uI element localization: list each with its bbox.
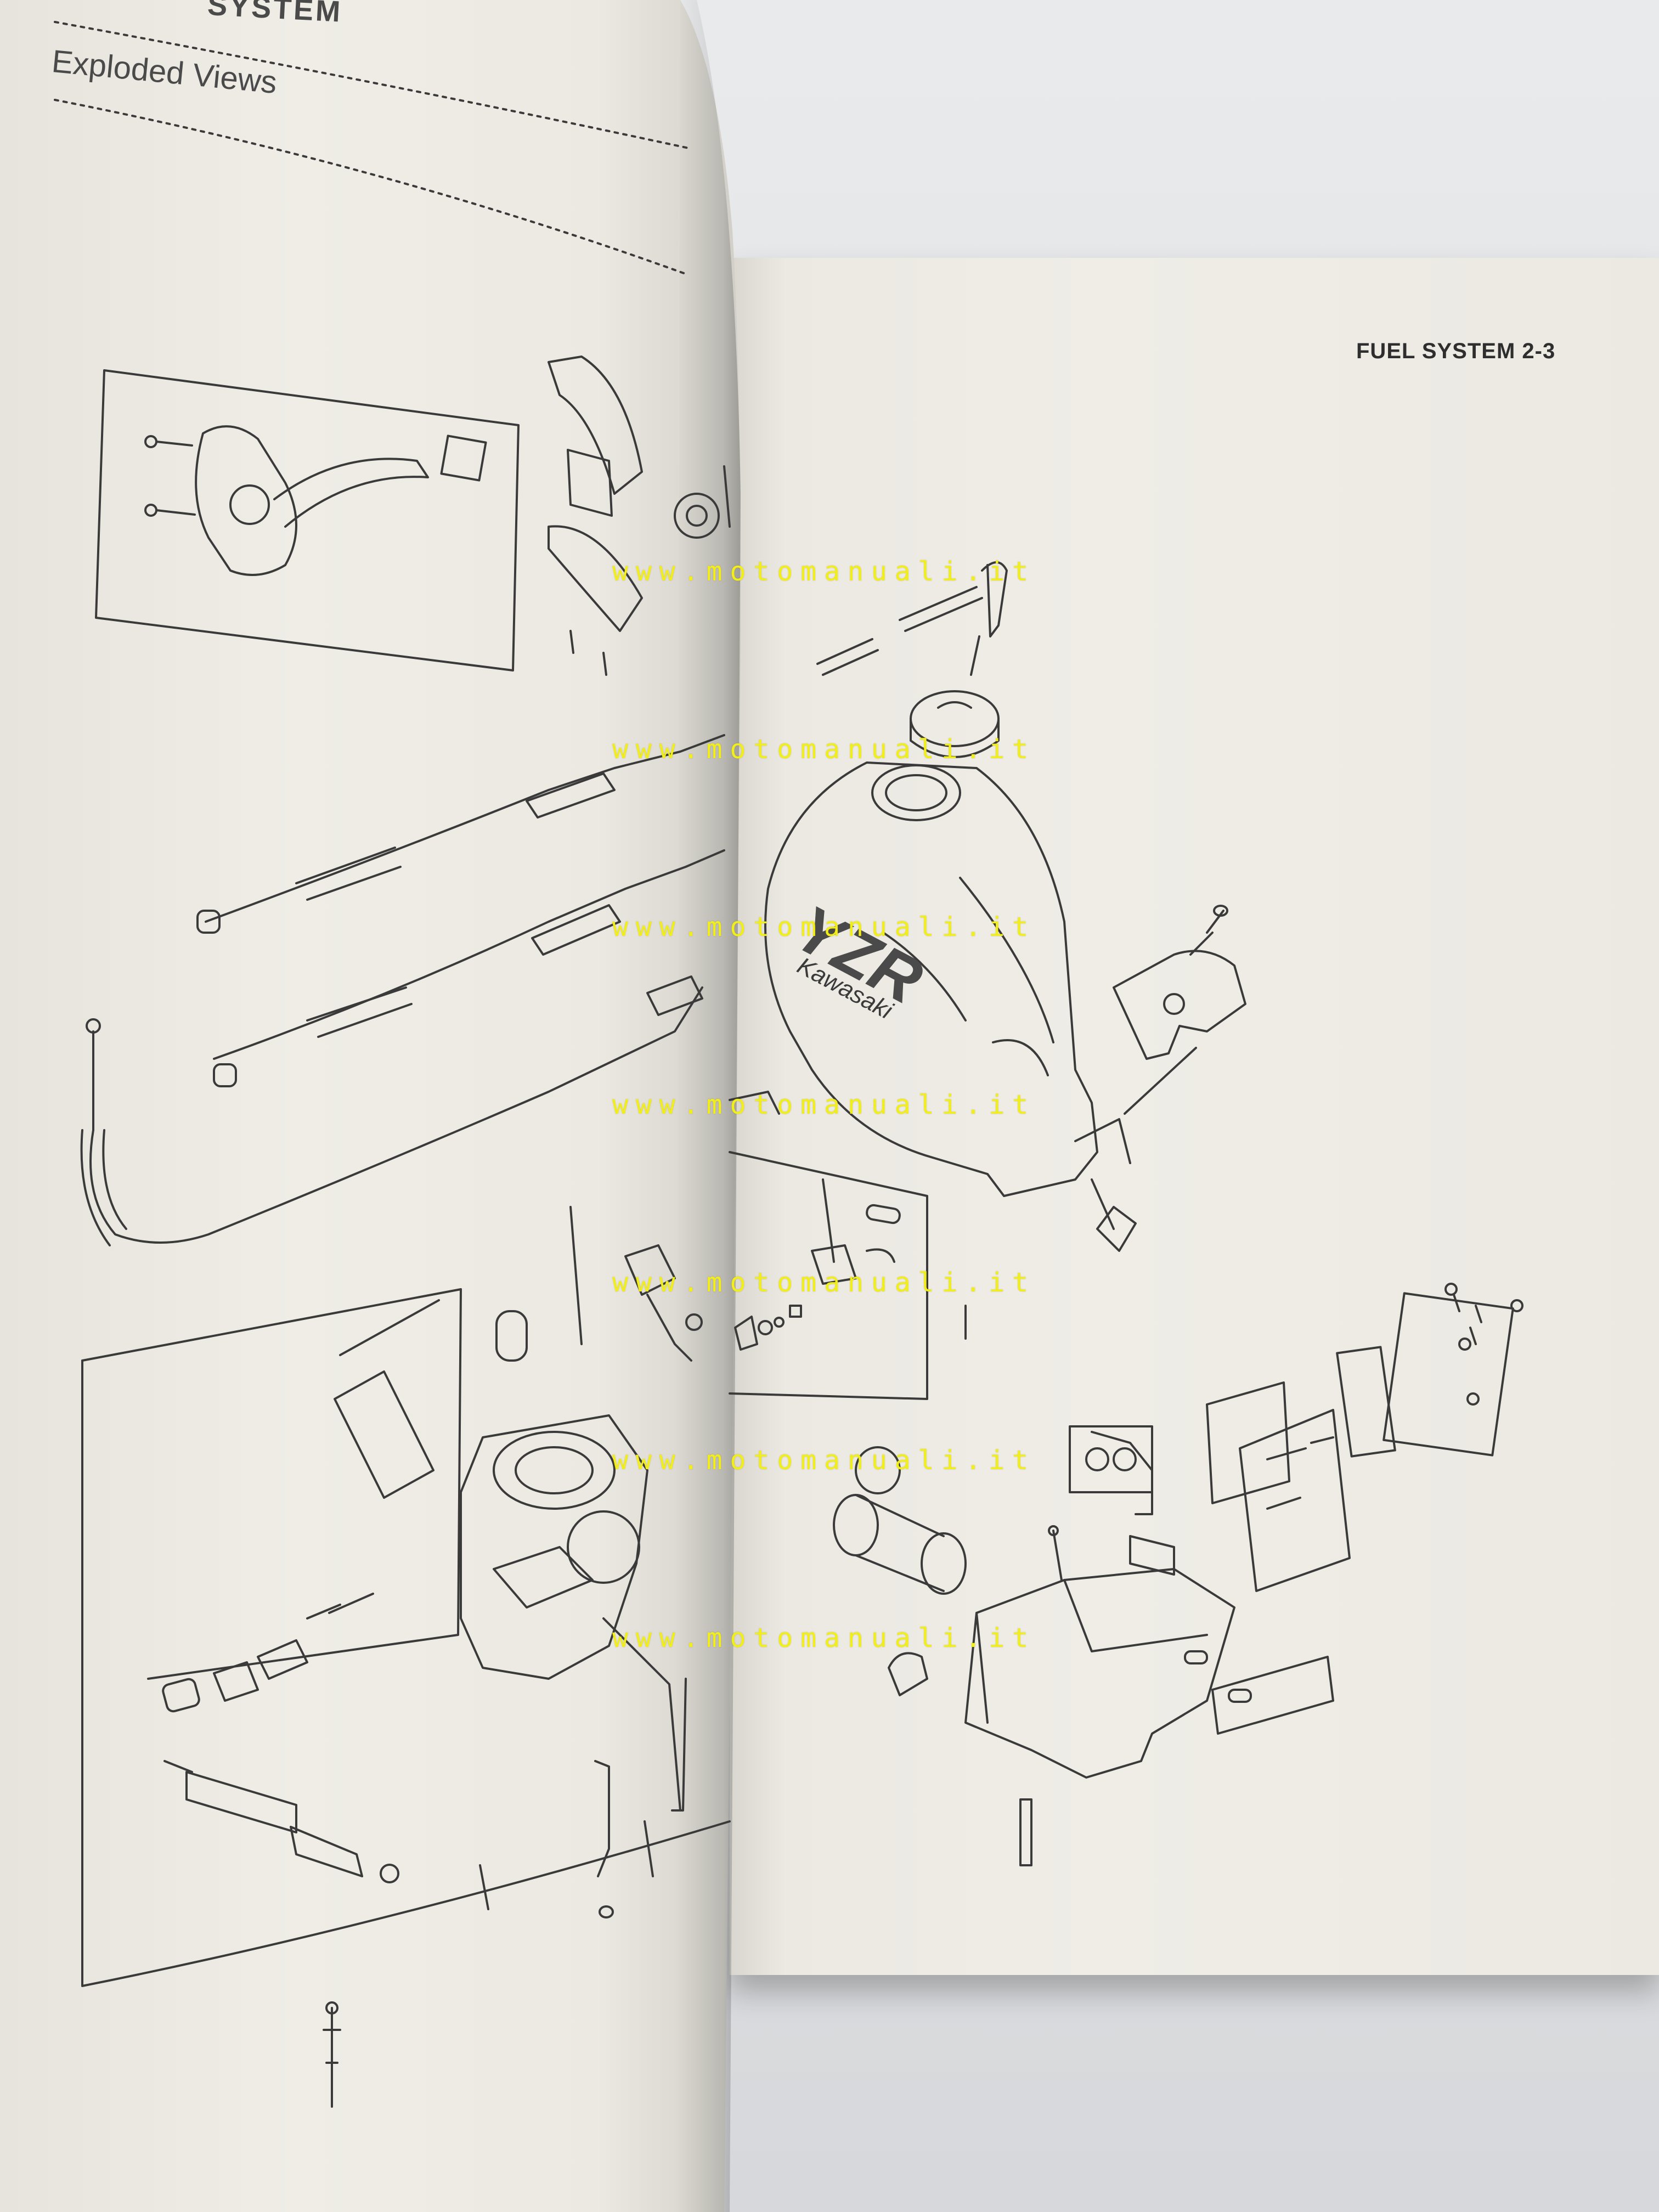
switch-assembly-frame [95,369,520,672]
watermark-7: www.motomanuali.it [612,1623,1036,1654]
air-cleaner-housing [964,1525,1334,1866]
throttle-cables [80,734,725,1246]
watermark-2: www.motomanuali.it [612,734,1036,765]
left-page [0,0,746,2212]
right-page [730,258,1659,1975]
breather-tube [816,561,1008,676]
intake-rubber [833,1446,967,1696]
throttle-case-parts [548,356,731,676]
fuel-tap-frame [729,1151,928,1400]
watermark-3: www.motomanuali.it [612,912,1036,943]
carburetor-part [334,1206,703,1680]
carburetor-jets [162,1593,687,2108]
watermark-4: www.motomanuali.it [612,1090,1036,1120]
watermark-1: www.motomanuali.it [612,556,1036,587]
dotted-rule-top [54,21,690,149]
watermark-6: www.motomanuali.it [612,1445,1036,1476]
lower-frame-line [81,1359,731,1987]
right-page-header: FUEL SYSTEM 2-3 [1356,339,1556,363]
fuel-tank [764,761,1131,1230]
air-filter-parts [1069,1283,1523,1592]
handlebar-switch-part [144,425,487,576]
fuel-tap-part [729,1091,967,1351]
tank-bracket [1096,905,1246,1252]
dotted-rule-title [54,99,688,275]
carburetor-frame [81,1288,462,1680]
fuel-cap [910,690,1000,758]
watermark-5: www.motomanuali.it [612,1267,1036,1298]
